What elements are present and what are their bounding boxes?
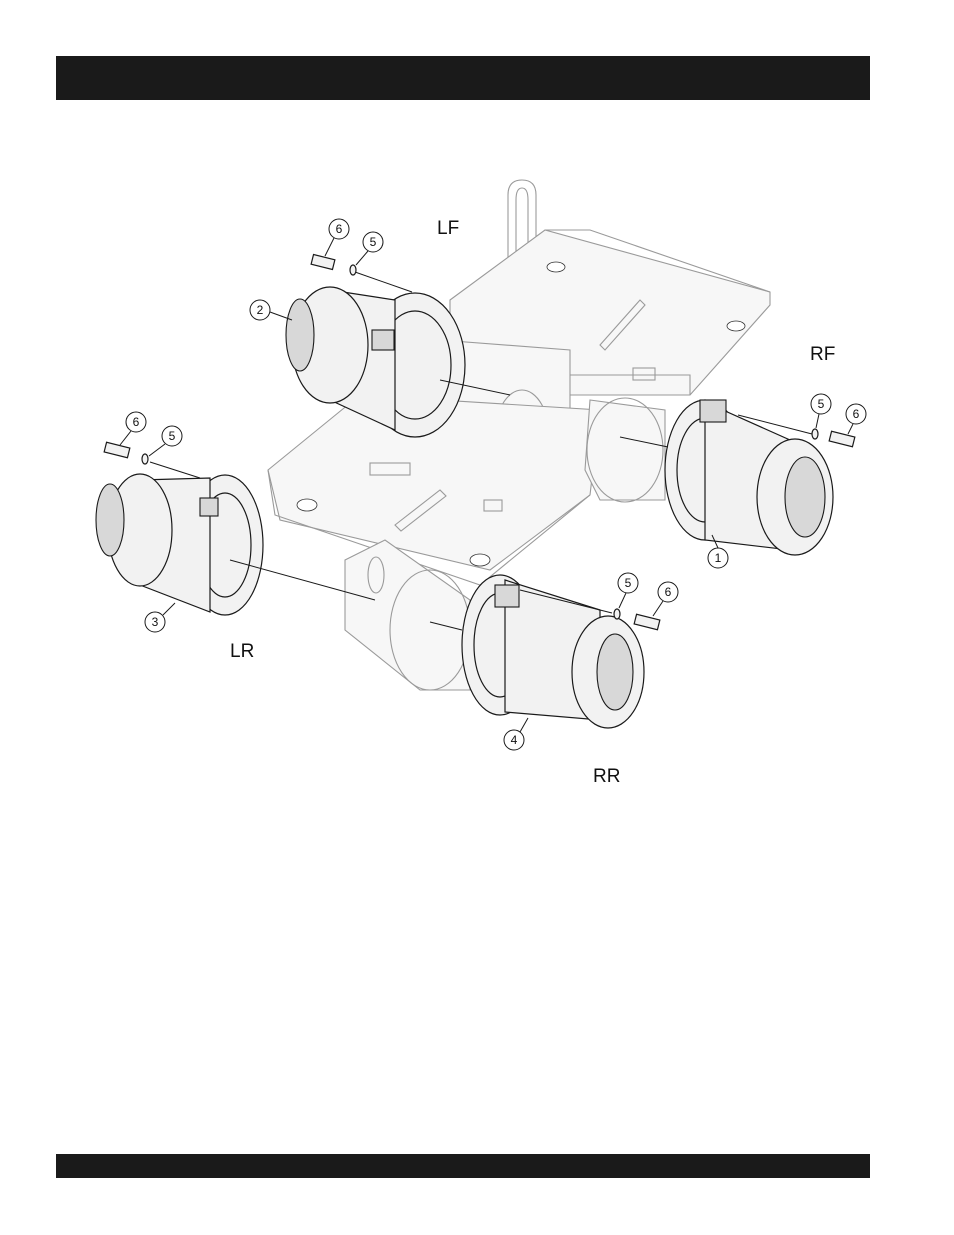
label-rf: RF — [810, 344, 835, 365]
svg-text:6: 6 — [133, 415, 140, 429]
callout-6-lr: 6 — [120, 412, 146, 445]
svg-text:6: 6 — [665, 585, 672, 599]
svg-text:5: 5 — [370, 235, 377, 249]
svg-text:5: 5 — [818, 397, 825, 411]
label-rr: RR — [593, 766, 620, 787]
callout-6-rr: 6 — [653, 582, 678, 616]
bolt-lr — [104, 442, 148, 464]
svg-text:5: 5 — [169, 429, 176, 443]
callout-2: 2 — [250, 300, 292, 320]
bolt-rf — [812, 429, 855, 447]
callout-5-lf: 5 — [356, 232, 383, 265]
callout-5-rf: 5 — [811, 394, 831, 428]
svg-text:4: 4 — [511, 733, 518, 747]
label-lf: LF — [437, 218, 459, 239]
footer-bar — [56, 1154, 870, 1178]
svg-text:3: 3 — [152, 615, 159, 629]
callout-6-rf: 6 — [846, 404, 866, 434]
svg-text:6: 6 — [336, 222, 343, 236]
callout-6-lf: 6 — [325, 219, 349, 256]
svg-text:5: 5 — [625, 576, 632, 590]
callout-4: 4 — [504, 718, 528, 750]
svg-text:6: 6 — [853, 407, 860, 421]
svg-text:2: 2 — [257, 303, 264, 317]
bolt-lf — [311, 254, 356, 275]
callout-5-lr: 5 — [149, 426, 182, 456]
callout-3: 3 — [145, 603, 175, 632]
svg-text:1: 1 — [715, 551, 722, 565]
label-lr: LR — [230, 641, 254, 662]
callout-5-rr: 5 — [618, 573, 638, 608]
